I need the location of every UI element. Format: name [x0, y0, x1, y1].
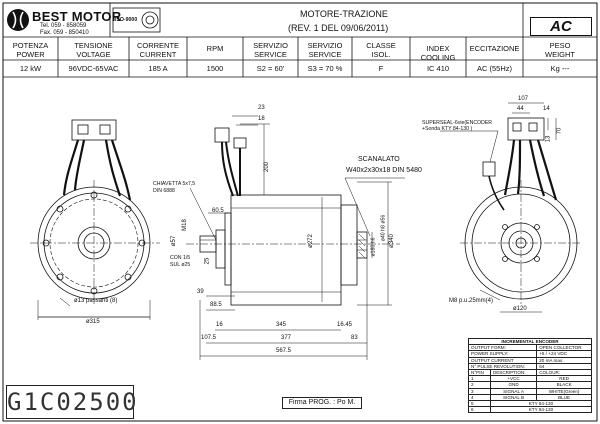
- spec-value-weight: Kg ---: [550, 64, 570, 73]
- spec-header-cooling: INDEX COOLING: [420, 44, 456, 62]
- dim-16: 16: [216, 322, 223, 328]
- spec-value-service-s3: S3 = 70 %: [307, 64, 343, 73]
- pin-description: KTY 84-130: [489, 406, 593, 414]
- pin-description: SIGNAL A: [489, 387, 538, 395]
- dim-fit: ø40 h8 ø56: [380, 214, 387, 242]
- encoder-row-value: 20 mA max.: [536, 356, 592, 364]
- dim-18: 18: [258, 116, 265, 122]
- dim-345: 345: [276, 322, 287, 328]
- spec-value-voltage: 96VDC-65VAC: [68, 64, 119, 73]
- spec-value-service-s2: S2 = 60': [256, 64, 285, 73]
- encoder-table-title: INCREMENTAL ENCODER: [468, 337, 592, 346]
- dim-16-45: 16.45: [337, 322, 353, 328]
- sul-label: SUL ø25: [170, 262, 191, 268]
- superseal-label-1: SUPERSEAL-6vie(ENCODER: [422, 120, 493, 126]
- dim-d340: ø340: [388, 234, 395, 248]
- encoder-table: INCREMENTAL ENCODER OUTPUT FORM:OPEN COL…: [467, 337, 593, 414]
- company-tel: Tel. 059 - 858059: [40, 23, 87, 29]
- pin-colour: BLUE: [536, 393, 592, 402]
- encoder-row-value: +5 / +24 VDC: [536, 350, 592, 358]
- dim-m8: M8 p.u.25mm(4): [449, 298, 494, 304]
- dim-25: 25: [204, 257, 211, 265]
- encoder-row-label: OUTPUT FORM:: [467, 344, 538, 352]
- dim-holes: ø13 passanti (8): [74, 298, 118, 304]
- pin-description: GND: [489, 381, 538, 389]
- encoder-row-label: N° PULSE REVOLUTION:: [467, 362, 538, 371]
- dim-d57: ø57: [171, 235, 178, 247]
- dim-d272: ø272: [307, 234, 314, 248]
- spec-value-cooling: IC 410: [426, 64, 450, 73]
- dim-83: 83: [351, 335, 358, 341]
- encoder-row-value: OPEN COLLECTOR: [536, 344, 592, 352]
- encoder-row-label: POWER SUPPLY:: [467, 350, 538, 358]
- drawing-revision: (REV. 1 DEL 09/06/2011): [288, 23, 389, 33]
- dim-60-5: 60.5: [212, 208, 224, 214]
- pin-number: 6: [468, 406, 491, 414]
- spec-value-power: 12 kW: [19, 64, 42, 73]
- dim-m18: M18: [181, 219, 188, 231]
- dim-14: 14: [543, 106, 550, 112]
- chiavetta-label-1: CHIAVETTA 5x7,5: [153, 181, 196, 187]
- company-fax: Fax. 059 - 850410: [40, 30, 89, 36]
- pin-description: SIGNAL B: [489, 393, 538, 402]
- encoder-row-value: 64: [536, 362, 592, 371]
- dim-d180: ø180 h6: [370, 237, 377, 257]
- pin-description: KTY 84-130: [489, 400, 593, 408]
- pin-description: +VCC: [489, 375, 538, 383]
- pin-header: DESCRIPTION:: [489, 368, 538, 377]
- encoder-row-label: OUTPUT CURRENT: [467, 356, 538, 364]
- dim-44: 44: [517, 106, 524, 112]
- drawing-code: G1C02500: [6, 385, 137, 419]
- dim-70: 70: [556, 127, 563, 135]
- company-name: BEST MOTOR: [32, 9, 122, 24]
- dim-107: 107: [518, 96, 529, 102]
- pin-colour: BLACK: [536, 381, 592, 389]
- spec-value-excitation: AC (55Hz): [476, 64, 512, 73]
- drawing-title: MOTORE-TRAZIONE: [300, 9, 388, 19]
- logo-emblem: [7, 9, 29, 31]
- iso-cert-label: ISO-9000: [115, 17, 138, 23]
- chiavetta-label-2: DIN 6888: [153, 188, 175, 194]
- spec-value-current: 185 A: [148, 64, 168, 73]
- dim-107-5: 107.5: [201, 335, 217, 341]
- dim-567-5: 567.5: [276, 348, 292, 354]
- spec-value-class: F: [378, 64, 384, 73]
- pin-colour: WHITE(Green): [536, 387, 592, 395]
- spec-header-rpm: RPM: [206, 44, 224, 53]
- dim-88-5: 88.5: [210, 302, 222, 308]
- con-label: CON 1/5: [170, 255, 191, 261]
- scanalato-spec: W40x2x30x18 DIN 5480: [346, 167, 422, 174]
- superseal-label-2: +Sonda KTY 84-130 ): [422, 126, 473, 132]
- ac-badge: AC: [530, 17, 592, 36]
- spec-value-rpm: 1500: [206, 64, 224, 73]
- dim-d120: ø120: [513, 306, 527, 312]
- pin-colour: RED: [536, 375, 592, 383]
- dim-200: 200: [264, 161, 271, 173]
- dim-377: 377: [281, 335, 292, 341]
- spec-header-excitation: ECCITAZIONE: [469, 44, 520, 53]
- pin-header: COLOUR:: [536, 368, 592, 377]
- scanalato-label: SCANALATO: [358, 156, 400, 163]
- dim-d315: ø315: [86, 319, 100, 325]
- signature-box: Firma PROG. : Po M.: [282, 397, 362, 409]
- dim-39: 39: [197, 289, 204, 295]
- dim-13: 13: [545, 135, 552, 143]
- dim-23: 23: [258, 105, 265, 111]
